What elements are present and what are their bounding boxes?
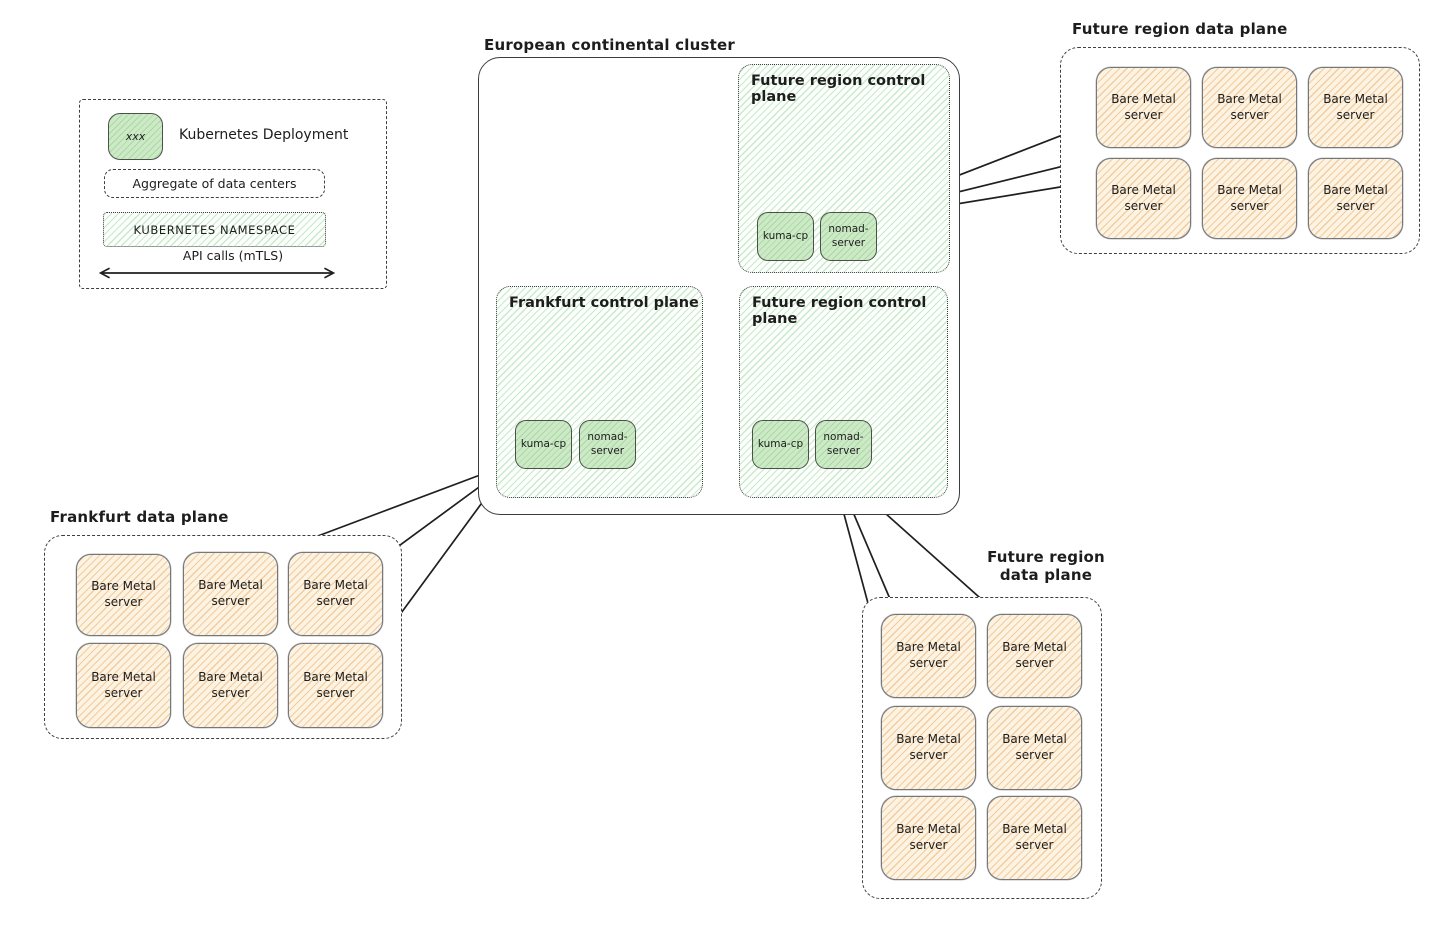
legend-api-arrow xyxy=(98,267,336,279)
bare-metal-server: Bare Metal server xyxy=(1308,158,1403,239)
kuma-cp-label: kuma-cp xyxy=(757,437,804,450)
bare-metal-server: Bare Metal server xyxy=(183,552,278,636)
cluster-title: European continental cluster xyxy=(484,36,735,54)
bare-metal-server: Bare Metal server xyxy=(987,796,1082,880)
legend-deployment-swatch: xxx xyxy=(108,113,163,160)
future-region-control-plane-top: Future region control plane kuma-cp noma… xyxy=(738,64,950,273)
frankfurt-data-plane: Bare Metal server Bare Metal server Bare… xyxy=(44,535,402,739)
nomad-server-label: nomad- server xyxy=(587,431,628,457)
future-region-data-plane-bottom-right: Bare Metal server Bare Metal server Bare… xyxy=(862,597,1102,899)
bare-metal-server: Bare Metal server xyxy=(76,554,171,636)
bare-metal-server-label: Bare Metal server xyxy=(1111,182,1176,213)
bare-metal-server: Bare Metal server xyxy=(76,643,171,728)
bare-metal-server: Bare Metal server xyxy=(987,706,1082,790)
legend: xxx Kubernetes Deployment Aggregate of d… xyxy=(79,99,387,289)
bare-metal-server: Bare Metal server xyxy=(1096,67,1191,148)
future-region-data-plane-bottom-right-title: Future region data plane xyxy=(987,548,1105,584)
bare-metal-server-label: Bare Metal server xyxy=(1217,91,1282,122)
bare-metal-server-label: Bare Metal server xyxy=(1323,91,1388,122)
future-region-control-plane-top-title: Future region control plane xyxy=(751,73,926,105)
future-region-control-plane-bottom: Future region control plane kuma-cp noma… xyxy=(739,286,948,498)
bare-metal-server-label: Bare Metal server xyxy=(1323,182,1388,213)
bare-metal-server-label: Bare Metal server xyxy=(1002,822,1067,852)
bare-metal-server-label: Bare Metal server xyxy=(1111,91,1176,122)
bare-metal-server: Bare Metal server xyxy=(881,796,976,880)
legend-deployment-swatch-label: xxx xyxy=(125,130,146,143)
kuma-cp-deployment: kuma-cp xyxy=(752,420,809,469)
bare-metal-server-label: Bare Metal server xyxy=(1217,182,1282,213)
bare-metal-server: Bare Metal server xyxy=(1202,158,1297,239)
future-region-data-plane-top-right-title: Future region data plane xyxy=(1072,20,1288,38)
nomad-server-label: nomad- server xyxy=(828,223,869,249)
bare-metal-server: Bare Metal server xyxy=(987,614,1082,698)
bare-metal-server-label: Bare Metal server xyxy=(91,579,156,609)
frankfurt-control-plane-title: Frankfurt control plane xyxy=(509,295,699,311)
kuma-cp-label: kuma-cp xyxy=(762,229,809,242)
bare-metal-server: Bare Metal server xyxy=(183,643,278,728)
nomad-server-deployment: nomad- server xyxy=(820,212,877,261)
bare-metal-server: Bare Metal server xyxy=(288,552,383,636)
bare-metal-server: Bare Metal server xyxy=(1202,67,1297,148)
bare-metal-server-label: Bare Metal server xyxy=(896,822,961,852)
legend-api-calls-label: API calls (mTLS) xyxy=(182,248,284,263)
kuma-cp-label: kuma-cp xyxy=(520,437,567,450)
frankfurt-control-plane: Frankfurt control plane kuma-cp nomad- s… xyxy=(496,286,703,498)
legend-namespace-swatch: KUBERNETES NAMESPACE xyxy=(103,212,326,247)
bare-metal-server: Bare Metal server xyxy=(1308,67,1403,148)
bare-metal-server-label: Bare Metal server xyxy=(198,578,263,608)
bare-metal-server-label: Bare Metal server xyxy=(91,669,156,700)
bare-metal-server: Bare Metal server xyxy=(881,706,976,790)
bare-metal-server-label: Bare Metal server xyxy=(896,732,961,762)
bare-metal-server-label: Bare Metal server xyxy=(198,669,263,700)
kuma-cp-deployment: kuma-cp xyxy=(515,420,572,469)
european-cluster-box: Future region control plane kuma-cp noma… xyxy=(478,57,960,515)
future-region-data-plane-top-right: Bare Metal server Bare Metal server Bare… xyxy=(1060,47,1420,254)
bare-metal-server-label: Bare Metal server xyxy=(896,640,961,670)
nomad-server-label: nomad- server xyxy=(823,431,864,457)
nomad-server-deployment: nomad- server xyxy=(579,420,636,469)
legend-deployment-label: Kubernetes Deployment xyxy=(179,127,349,143)
bare-metal-server: Bare Metal server xyxy=(1096,158,1191,239)
bare-metal-server-label: Bare Metal server xyxy=(1002,640,1067,670)
frankfurt-data-plane-title: Frankfurt data plane xyxy=(50,508,229,526)
legend-aggregate-swatch: Aggregate of data centers xyxy=(104,169,325,198)
future-region-control-plane-bottom-title: Future region control plane xyxy=(752,295,927,327)
bare-metal-server-label: Bare Metal server xyxy=(303,578,368,608)
nomad-server-deployment: nomad- server xyxy=(815,420,872,469)
legend-namespace-label: KUBERNETES NAMESPACE xyxy=(133,222,296,237)
bare-metal-server-label: Bare Metal server xyxy=(1002,732,1067,762)
kuma-cp-deployment: kuma-cp xyxy=(757,212,814,261)
legend-aggregate-label: Aggregate of data centers xyxy=(132,176,297,191)
bare-metal-server: Bare Metal server xyxy=(288,643,383,728)
bare-metal-server-label: Bare Metal server xyxy=(303,669,368,700)
bare-metal-server: Bare Metal server xyxy=(881,614,976,698)
